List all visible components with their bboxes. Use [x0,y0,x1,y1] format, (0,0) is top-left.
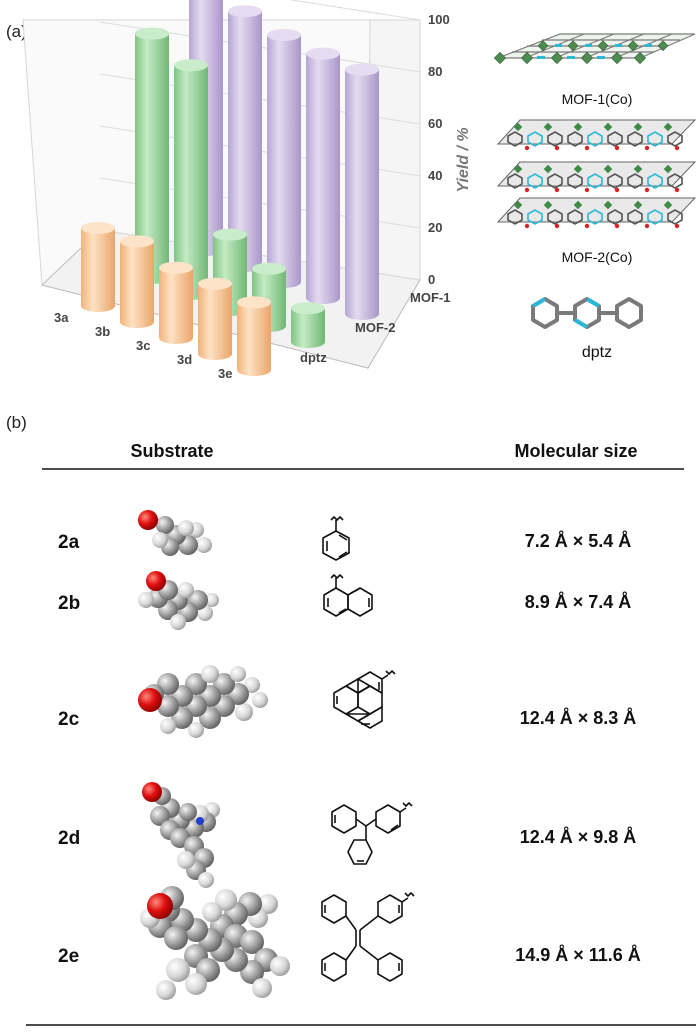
y-tick-label: 60 [428,116,442,131]
substrate-table: Substrate Molecular size 2a 7.2 Å × 5.4 Å… [26,441,696,1026]
skeletal-structure-2d [331,802,413,865]
y-tick-label: 100 [428,12,450,27]
y-tick-label: 0 [428,272,435,287]
bar-MOF-1-3d [306,47,340,304]
mof2-structure-image [496,119,697,229]
bar-MOF-2-3a [135,27,169,284]
bar-MOF-1-3e [345,63,379,320]
panel-b-label: (b) [6,413,27,432]
bar-dptz-3b [120,235,154,328]
y-tick-label: 40 [428,168,442,183]
category-label-3b: 3b [95,324,110,339]
category-label-3a: 3a [54,310,69,325]
row-size-2a: 7.2 Å × 5.4 Å [525,531,632,551]
skeletal-structure-2a [322,516,350,561]
row-id-2b: 2b [58,593,80,614]
dptz-structure-image [531,297,643,329]
space-filling-model-2d [142,782,220,888]
bar-dptz-3a [81,222,115,312]
bars [81,0,379,376]
y-tick-label: 20 [428,220,442,235]
space-filling-model-2b [138,571,219,630]
space-filling-model-2e [140,886,290,1000]
bar-dptz-3e [237,296,271,376]
bar-MOF-1-3c [267,29,301,288]
row-size-2b: 8.9 Å × 7.4 Å [525,592,632,612]
y-tick-label: 80 [428,64,442,79]
bar-MOF-2-3b [174,59,208,300]
bar-MOF-2-3e [291,302,325,348]
row-id-2a: 2a [58,532,80,553]
series-label-MOF-2: MOF-2 [355,320,395,335]
space-filling-model-2c [138,665,268,738]
y-axis-ticks: 0 20 40 60 80 100 [428,12,450,287]
series-label-dptz: dptz [300,350,327,365]
row-id-2c: 2c [58,709,80,730]
row-id-2d: 2d [58,828,80,849]
header-substrate: Substrate [130,441,213,461]
bar-dptz-3c [159,261,193,344]
skeletal-structure-2b [323,574,373,617]
category-label-3d: 3d [177,352,192,367]
skeletal-structure-2c [333,670,396,729]
grid-line [288,0,421,21]
dptz-label: dptz [582,344,612,361]
category-label-3e: 3e [218,366,232,381]
row-size-2c: 12.4 Å × 8.3 Å [520,708,637,728]
category-labels: 3a 3b 3c 3d 3e [54,310,232,381]
row-size-2e: 14.9 Å × 11.6 Å [515,945,641,965]
mof1-label: MOF-1(Co) [562,91,633,107]
mof1-structure-image [493,33,696,65]
row-id-2e: 2e [58,946,79,967]
header-molecular-size: Molecular size [514,441,637,461]
space-filling-model-2a [138,510,212,556]
skeletal-structure-2e [321,892,415,982]
bar-MOF-1-3b [228,5,262,272]
category-label-3c: 3c [136,338,150,353]
series-label-MOF-1: MOF-1 [410,290,450,305]
row-size-2d: 12.4 Å × 9.8 Å [520,827,637,847]
y-axis-label: Yield / % [455,127,472,192]
bar-dptz-3d [198,277,232,360]
panel-a-label: (a) [6,22,27,41]
mof2-label: MOF-2(Co) [562,249,633,265]
